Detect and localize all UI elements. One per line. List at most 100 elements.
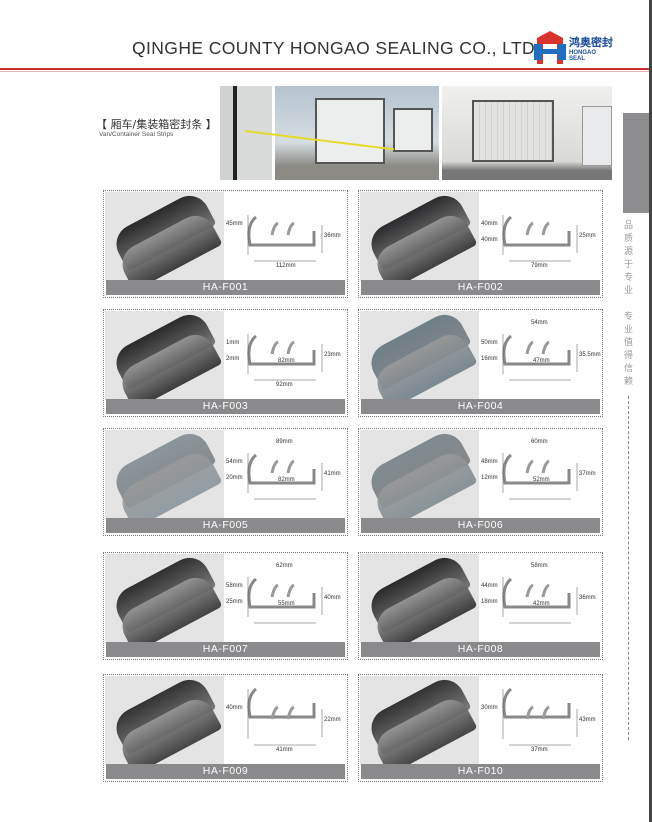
company-name: QINGHE COUNTY HONGAO SEALING CO., LTD. [132,38,541,58]
dimension-label: 52mm [533,477,550,483]
dimension-label: 79mm [531,263,548,269]
dimension-label: 35.5mm [579,352,601,358]
dimension-label: 43mm [579,717,596,723]
dimension-label: 30mm [481,705,498,711]
product-code: HA-F002 [361,280,600,295]
dimension-label: 41mm [276,747,293,753]
product-photo [360,430,479,519]
van-rear-photo [275,86,439,180]
side-char: 专 [624,312,634,322]
dimension-label: 58mm [226,583,243,589]
product-photo [360,554,479,643]
profile-drawing [247,687,323,746]
dimension-label: 44mm [481,583,498,589]
dimension-label: 41mm [324,471,341,477]
dimension-label: 36mm [579,595,596,601]
page-edge [649,0,652,822]
side-slogan: 品质源于专业专业值得信赖 [624,220,636,389]
profile-diagram: 54mm 50mm 16mm 35.5mm 47mm [481,314,601,398]
dimension-label: 2mm [226,356,240,362]
profile-drawing [502,577,578,624]
logo-english-text: HONGAO SEAL [569,50,596,62]
profile-drawing [502,215,578,262]
dimension-label: 23mm [324,352,341,358]
side-char: 业 [624,286,634,296]
profile-drawing [502,453,578,500]
dimension-label: 16mm [481,356,498,362]
product-code: HA-F008 [361,642,600,657]
side-char: 信 [624,364,634,374]
section-title-en: Van/Container Seal Strips [99,131,174,138]
dimension-label: 36mm [324,233,341,239]
side-char: 源 [624,247,634,257]
product-code: HA-F001 [106,280,345,295]
product-photo [105,192,224,281]
product-photo [105,676,224,765]
side-char: 于 [624,260,634,270]
dimension-label: 45mm [226,221,243,227]
dimension-label: 12mm [481,475,498,481]
dimension-label: 92mm [276,382,293,388]
dimension-label: 48mm [481,459,498,465]
profile-drawing [502,687,578,746]
side-char: 业 [624,325,634,335]
dimension-label: 42mm [533,601,550,607]
dimension-label: 54mm [531,320,548,326]
product-code: HA-F005 [106,518,345,533]
dimension-label: 60mm [531,439,548,445]
profile-drawing [247,577,323,624]
product-code: HA-F007 [106,642,345,657]
dimension-label: 112mm [276,263,296,269]
dimension-label: 37mm [531,747,548,753]
company-logo: 鸿奥密封 HONGAO SEAL [533,30,613,66]
product-code: HA-F010 [361,764,600,779]
side-char: 专 [624,273,634,283]
product-code: HA-F006 [361,518,600,533]
side-char: 品 [624,221,634,231]
dimension-label: 55mm [278,601,295,607]
van-side-photo [442,86,612,180]
section-title-cn: 【 厢车/集装箱密封条 】 [96,118,217,131]
dimension-label: 62mm [276,563,293,569]
dimension-label: 82mm [278,477,295,483]
profile-diagram: 45mm 36mm 112mm [226,195,346,279]
hongao-logo-icon [534,31,566,64]
logo-chinese-text: 鸿奥密封 [569,36,613,49]
dimension-label: 47mm [533,358,550,364]
profile-drawing [247,453,323,500]
side-dashed-line [628,396,629,740]
dimension-label: 40mm [481,221,498,227]
side-char: 赖 [624,377,634,387]
header-divider [0,68,652,70]
dimension-label: 82mm [278,358,295,364]
dimension-label: 40mm [324,595,341,601]
dimension-label: 20mm [226,475,243,481]
product-photo [360,676,479,765]
dimension-label: 37mm [579,471,596,477]
dimension-label: 40mm [481,237,498,243]
dimension-label: 50mm [481,340,498,346]
profile-drawing [502,334,578,381]
dimension-label: 54mm [226,459,243,465]
product-photo [360,192,479,281]
product-photo [105,554,224,643]
side-char: 得 [624,351,634,361]
profile-diagram: 60mm 48mm 12mm 37mm 52mm [481,433,601,517]
dimension-label: 18mm [481,599,498,605]
dimension-label: 22mm [324,717,341,723]
